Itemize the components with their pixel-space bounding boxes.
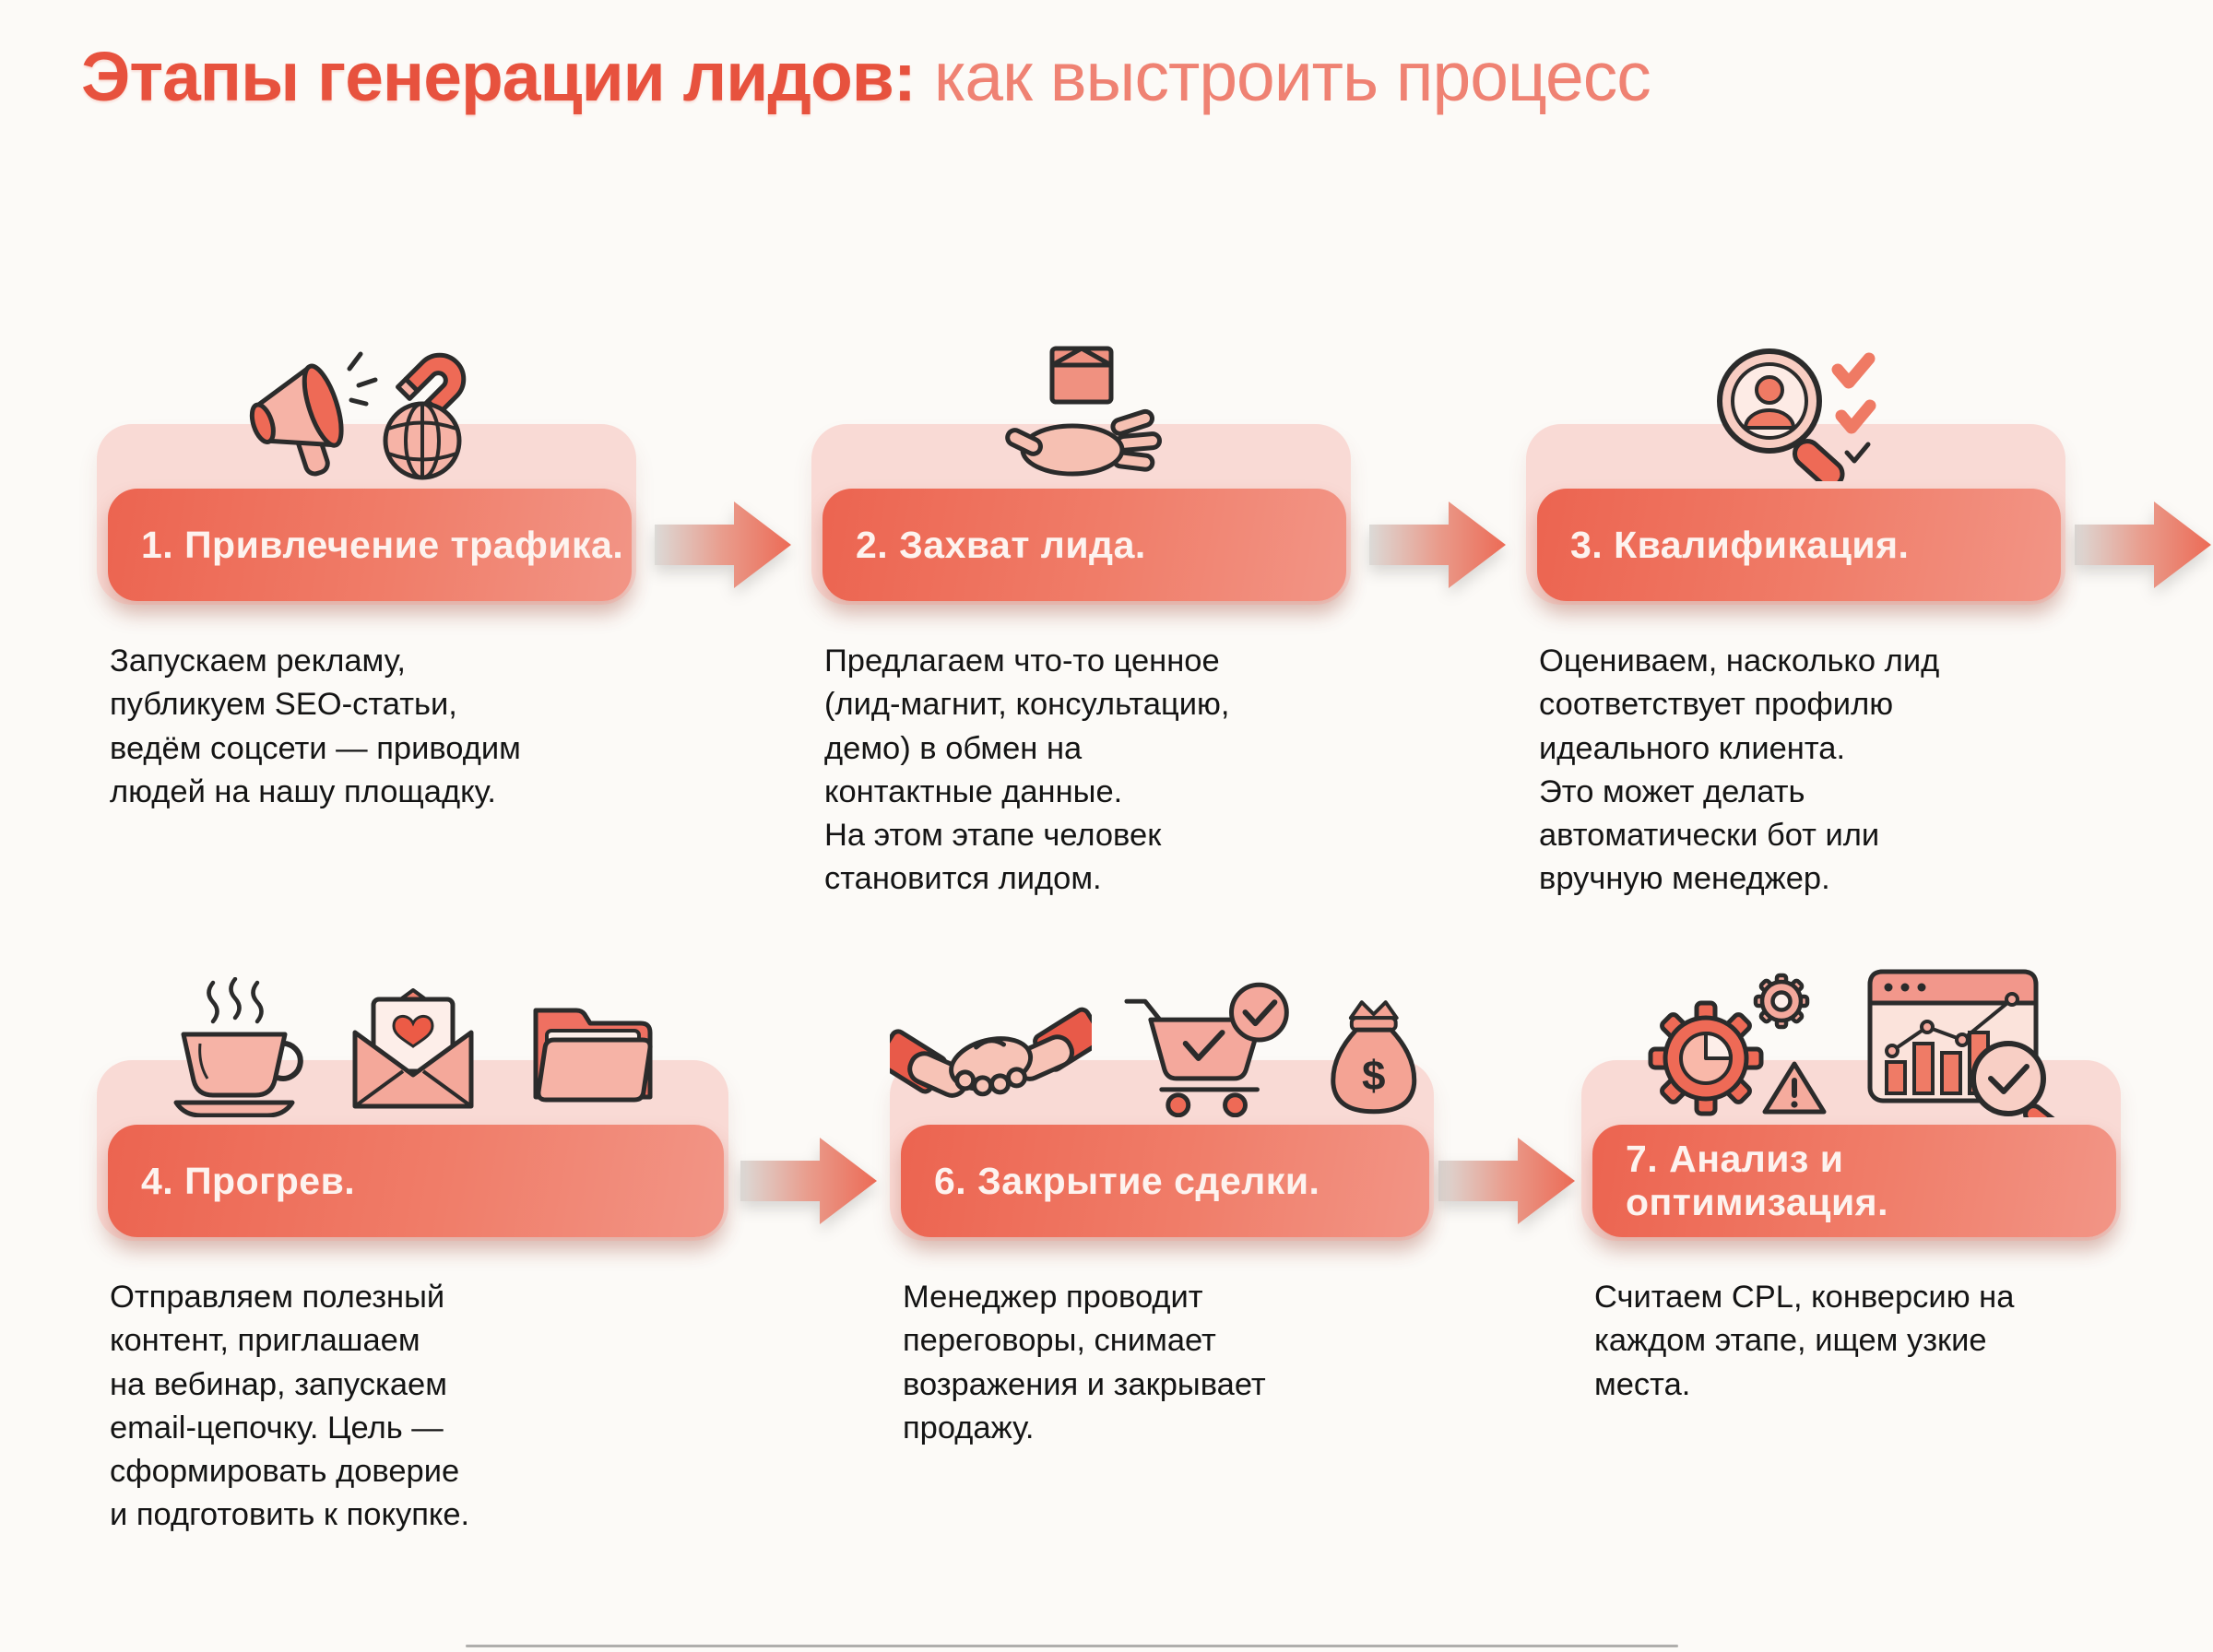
card-1-header: 1. Привлечение трафика. [108, 489, 632, 601]
arrow-right-icon [740, 1138, 877, 1224]
card-2-icons [811, 343, 1351, 481]
card-6-title: 6. Закрытие сделки. [934, 1159, 1320, 1202]
arrow-right-icon [2075, 502, 2211, 588]
magnifier-person-icon [1716, 348, 1876, 481]
svg-text:$: $ [1363, 1052, 1386, 1099]
line-chart [1890, 997, 2014, 1053]
folder-icon [533, 1008, 653, 1103]
open-hand [1004, 408, 1162, 477]
hand-with-box-icon [1004, 346, 1162, 477]
card-3-icons [1526, 343, 2065, 481]
page-title-accent: Этапы генерации лидов: [81, 38, 917, 115]
flow-arrow-2 [1351, 494, 1526, 596]
flow-arrow-4 [728, 1130, 890, 1232]
magnifier-check [1970, 1041, 2065, 1117]
flow-arrow-5 [1434, 1130, 1581, 1232]
card-4-header: 4. Прогрев. [108, 1125, 724, 1237]
stage-row-1: 1. Привлечение трафика. Запускаем реклам… [97, 343, 2213, 902]
card-1-icons [97, 343, 636, 481]
warning-triangle-icon [1762, 1061, 1827, 1115]
steam-lines [206, 977, 264, 1024]
bottom-divider [466, 1645, 1678, 1647]
arrow-right-icon [655, 502, 791, 588]
card-7-header: 7. Анализ и оптимизация. [1592, 1125, 2116, 1237]
card-3-description: Оцениваем, насколько лид соответствует п… [1539, 643, 1940, 897]
handshake-icon [890, 1007, 1093, 1098]
card-3-header: 3. Квалификация. [1537, 489, 2061, 601]
gears-pie-icon [1648, 973, 1827, 1116]
card-1-description: Запускаем рекламу, публикуем SEO-статьи,… [110, 643, 521, 809]
stage-card-analysis: 7. Анализ и оптимизация. Считаем CPL, ко… [1581, 969, 2121, 1407]
card-6-description: Менеджер проводит переговоры, снимает во… [903, 1280, 1266, 1446]
small-gear [1753, 973, 1810, 1030]
cart-check-icon [1124, 982, 1289, 1117]
card-2-description: Предлагаем что-то ценное (лид-магнит, ко… [824, 643, 1230, 897]
card-3-title: 3. Квалификация. [1570, 523, 1910, 566]
checkmarks-icon [1831, 352, 1876, 464]
stage-card-warming: 4. Прогрев. Отправляем полезный контент,… [97, 977, 728, 1538]
card-1-panel: 1. Привлечение трафика. [97, 424, 636, 605]
flow-arrow-3 [2065, 494, 2213, 596]
stage-card-closing: $ 6. Закрытие сделки. Менеджер проводит … [890, 979, 1434, 1450]
money-bag-icon: $ [1331, 1000, 1417, 1115]
sound-lines [347, 351, 377, 407]
page-title: Этапы генерации лидов:как выстроить проц… [81, 37, 1651, 116]
card-2-title: 2. Захват лида. [856, 523, 1146, 566]
coffee-cup-icon [173, 977, 303, 1117]
card-3-panel: 3. Квалификация. [1526, 424, 2065, 605]
card-4-icons [97, 977, 728, 1117]
card-6-icons: $ [890, 979, 1434, 1117]
stage-card-traffic: 1. Привлечение трафика. Запускаем реклам… [97, 343, 636, 814]
card-1-title: 1. Привлечение трафика. [141, 523, 624, 566]
stage-card-capture: 2. Захват лида. Предлагаем что-то ценное… [811, 343, 1351, 902]
card-7-title: 7. Анализ и оптимизация. [1626, 1138, 1888, 1223]
card-7-icons [1581, 969, 2121, 1117]
page-title-secondary: как выстроить процесс [933, 38, 1651, 115]
arrow-right-icon [1438, 1138, 1575, 1224]
card-7-description: Считаем CPL, конверсию на каждом этапе, … [1594, 1280, 2015, 1402]
stage-row-2: 4. Прогрев. Отправляем полезный контент,… [97, 969, 2121, 1538]
analytics-window-icon [1867, 969, 2065, 1117]
globe-icon [383, 401, 461, 480]
card-4-title: 4. Прогрев. [141, 1159, 356, 1202]
card-4-description: Отправляем полезный контент, приглашаем … [110, 1280, 470, 1533]
megaphone-icon [249, 351, 466, 480]
love-letter-icon [352, 988, 473, 1109]
card-6-header: 6. Закрытие сделки. [901, 1125, 1429, 1237]
card-2-header: 2. Захват лида. [822, 489, 1346, 601]
flow-arrow-1 [636, 494, 811, 596]
arrow-right-icon [1369, 502, 1506, 588]
stage-card-qualification: 3. Квалификация. Оцениваем, насколько ли… [1526, 343, 2065, 902]
